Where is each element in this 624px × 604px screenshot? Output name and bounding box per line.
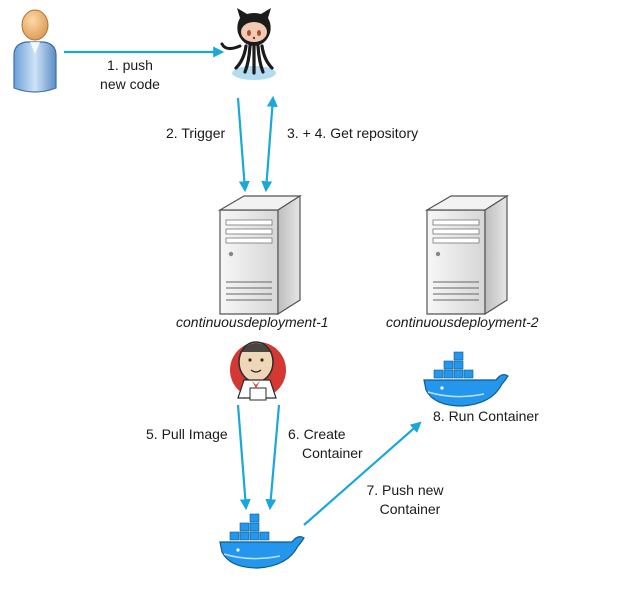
label-server-1: continuousdeployment-1: [176, 314, 329, 330]
label-create-line2: Container: [302, 445, 363, 461]
label-create-container: 6. Create Container: [288, 425, 363, 463]
github-octocat-icon: [220, 8, 276, 80]
label-push-line1: 1. push: [107, 57, 153, 73]
label-server-2: continuousdeployment-2: [386, 314, 539, 330]
docker-whale-icon-registry: [219, 513, 305, 569]
label-push-container-line2: Container: [379, 501, 441, 517]
jenkins-icon: [230, 341, 286, 401]
arrow-create-container: [265, 404, 281, 511]
user-icon: [13, 9, 57, 93]
label-trigger: 2. Trigger: [166, 125, 226, 141]
label-pull-image: 5. Pull Image: [146, 426, 228, 442]
label-push-new-code: 1. push new code: [92, 56, 168, 94]
label-push-new-container: 7. Push new Container: [362, 481, 448, 519]
server-icon-1: [217, 194, 303, 316]
label-create-line1: 6. Create: [288, 426, 346, 442]
label-run-container: 8. Run Container: [433, 408, 539, 424]
arrow-pull-image: [236, 404, 251, 511]
arrow-trigger: [236, 97, 250, 193]
label-push-line2: new code: [100, 76, 160, 92]
docker-whale-icon-run: [423, 351, 509, 407]
arrow-push-container: [303, 421, 422, 526]
arrows: [64, 46, 422, 526]
label-get-repository: 3. + 4. Get repository: [287, 125, 419, 141]
label-push-container-line1: 7. Push new: [366, 482, 444, 498]
server-icon-2: [424, 194, 510, 316]
arrow-get-repository: [261, 95, 278, 193]
